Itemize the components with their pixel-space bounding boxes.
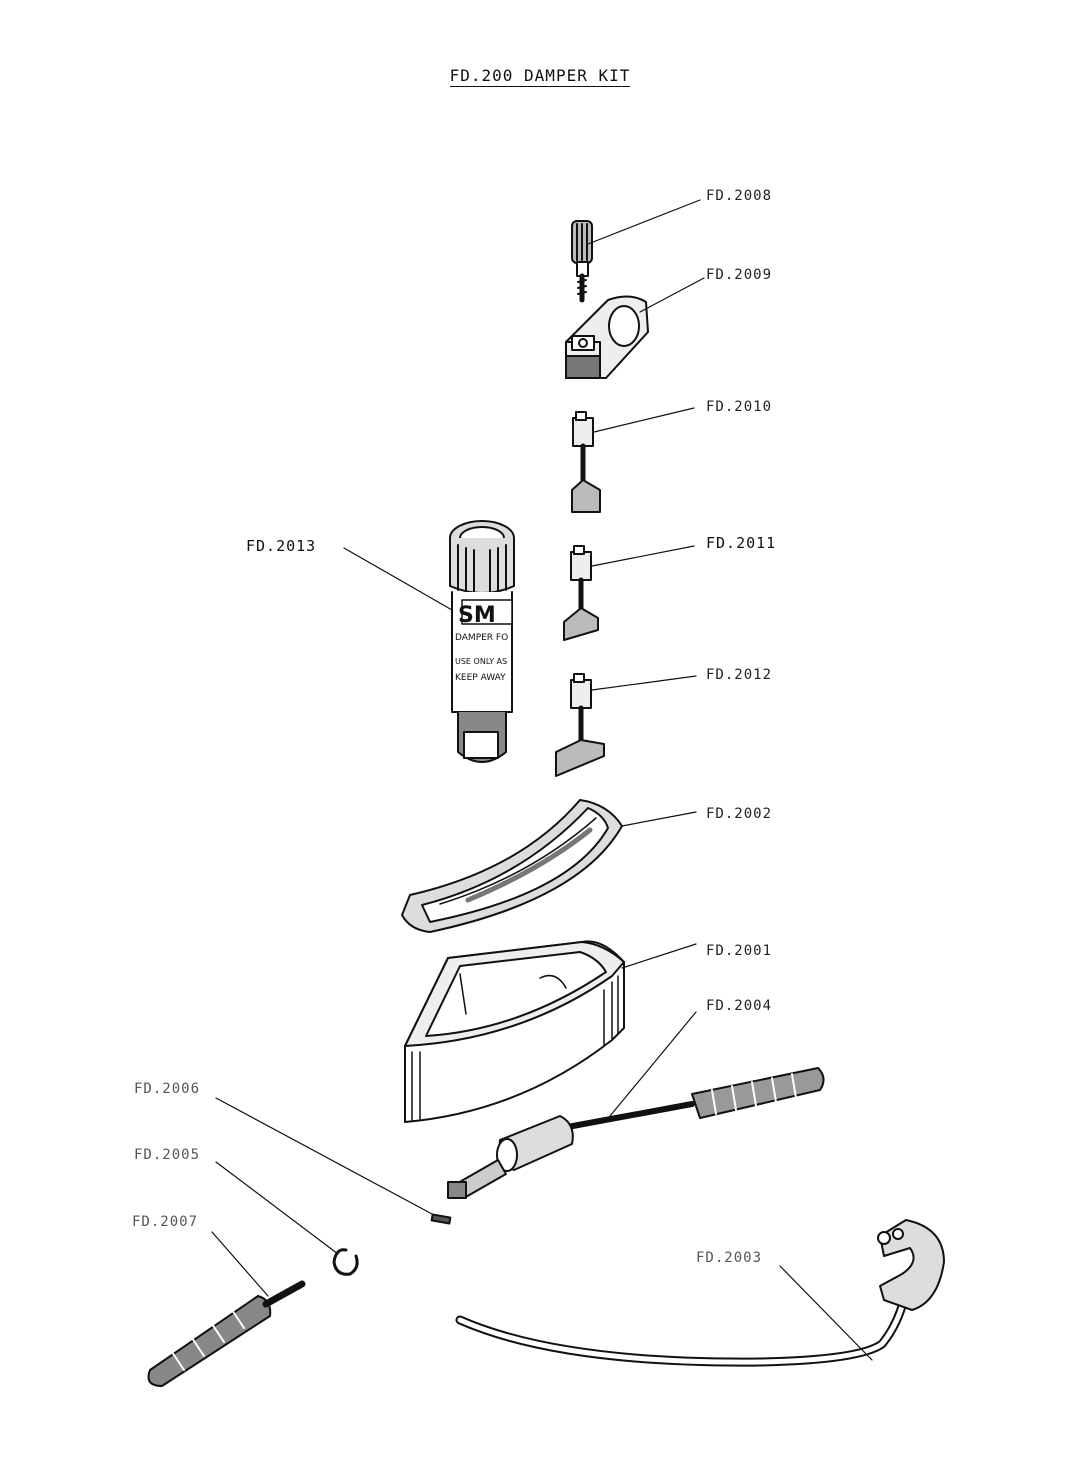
part-fd2012-piston [555, 673, 605, 777]
label-fd2013: FD.2013 [246, 537, 317, 555]
label-fd2009: FD.2009 [706, 267, 773, 283]
part-fd2007-screwdriver [147, 1280, 306, 1387]
bottle-label: SM DAMPER FO USE ONLY AS KEEP AWAY [455, 603, 508, 683]
leader-lines [211, 199, 873, 1361]
label-fd2005: FD.2005 [134, 1147, 201, 1163]
part-fd2002-curved-lid [401, 799, 623, 933]
label-fd2006: FD.2006 [134, 1081, 201, 1097]
label-fd2011: FD.2011 [706, 534, 777, 552]
leader-fd2012 [591, 675, 697, 691]
part-fd2011-piston [563, 545, 599, 641]
leader-fd2003 [779, 1265, 873, 1361]
leader-fd2008 [587, 199, 701, 245]
label-fd2001: FD.2001 [706, 943, 773, 959]
diagram-title: FD.200 DAMPER KIT [449, 66, 631, 87]
label-fd2010: FD.2010 [706, 399, 773, 415]
leader-fd2001 [621, 943, 697, 969]
leader-fd2011 [591, 545, 695, 567]
label-fd2007: FD.2007 [132, 1214, 199, 1230]
leader-fd2013 [343, 547, 453, 611]
part-fd2008-adjuster-screw [571, 220, 593, 303]
label-fd2004: FD.2004 [706, 998, 773, 1014]
bottle-brand: SM [458, 603, 496, 628]
label-fd2008: FD.2008 [706, 188, 773, 204]
label-fd2002: FD.2002 [706, 806, 773, 822]
bottle-line2: USE ONLY AS [455, 657, 507, 666]
bottle-line1: DAMPER FO [455, 633, 508, 643]
part-fd2010-piston [571, 411, 601, 513]
leader-fd2009 [639, 277, 705, 313]
leader-fd2006 [215, 1097, 433, 1215]
bottle-line3: KEEP AWAY [455, 673, 506, 683]
part-fd2003-linkage-arm [455, 1219, 945, 1367]
part-fd2004-tool [447, 1067, 825, 1199]
label-fd2012: FD.2012 [706, 667, 773, 683]
leader-fd2010 [593, 407, 695, 433]
part-fd2001-damper-housing [404, 940, 625, 1123]
part-fd2005-clip [332, 1248, 359, 1276]
part-fd2006-pin [430, 1213, 452, 1225]
leader-fd2004 [609, 1011, 697, 1117]
leader-fd2005 [215, 1161, 339, 1255]
part-fd2013-fluid-bottle [449, 520, 515, 763]
part-fd2009-clamp [565, 295, 649, 379]
leader-fd2007 [211, 1231, 269, 1297]
leader-fd2002 [621, 811, 697, 827]
label-fd2003: FD.2003 [696, 1250, 763, 1266]
